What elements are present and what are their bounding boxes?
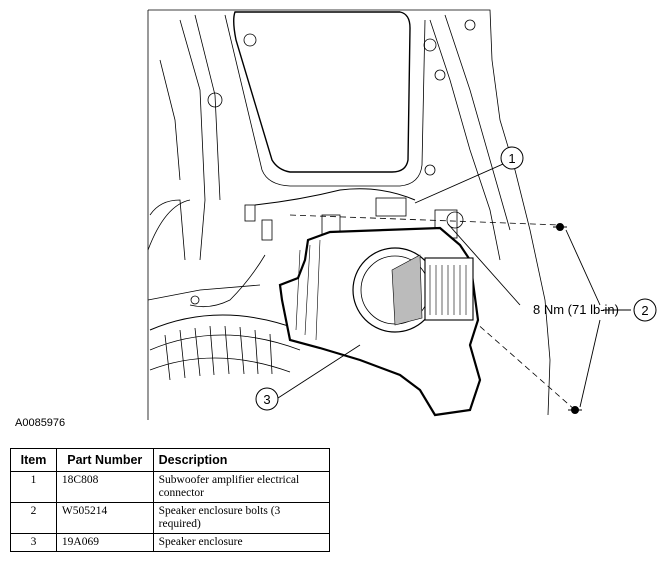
cell-part-number: 19A069 <box>55 533 154 552</box>
cell-description: Subwoofer amplifier electrical connector <box>152 471 331 503</box>
leader-1 <box>414 159 513 204</box>
table-row: 3 19A069 Speaker enclosure <box>10 533 331 552</box>
leader-2b <box>579 319 601 408</box>
quarter-panel-outline <box>148 9 551 416</box>
bolt-upper <box>553 223 567 231</box>
callout-1: 1 <box>500 146 524 170</box>
cell-item: 3 <box>10 533 57 552</box>
torque-spec: 8 Nm (71 lb-in) <box>533 302 619 317</box>
window-opening <box>233 11 411 173</box>
parts-table: Item Part Number Description 1 18C808 Su… <box>10 448 331 552</box>
callout-3: 3 <box>255 387 279 411</box>
leader-2a <box>565 229 601 306</box>
cell-part-number: W505214 <box>55 502 154 534</box>
header-item: Item <box>10 448 57 472</box>
figure-id: A0085976 <box>15 417 66 429</box>
vehicle-interior-illustration: 1 2 3 <box>147 9 657 420</box>
speaker-enclosure <box>278 226 482 417</box>
callout-1-label: 1 <box>508 151 515 166</box>
callout-3-label: 3 <box>263 392 270 407</box>
table-row: 1 18C808 Subwoofer amplifier electrical … <box>10 471 331 503</box>
bracket <box>375 197 407 217</box>
cell-item: 2 <box>10 502 57 534</box>
cell-description: Speaker enclosure <box>152 533 331 552</box>
leader-3 <box>277 344 361 399</box>
cell-description: Speaker enclosure bolts (3 required) <box>152 502 331 534</box>
cell-item: 1 <box>10 471 57 503</box>
bolt-lower <box>568 406 582 414</box>
wiring-harness <box>254 188 416 206</box>
amplifier <box>424 257 474 321</box>
table-row: 2 W505214 Speaker enclosure bolts (3 req… <box>10 502 331 534</box>
callout-2: 2 <box>633 298 657 322</box>
header-part-number: Part Number <box>55 448 154 472</box>
cell-part-number: 18C808 <box>55 471 154 503</box>
callout-2-label: 2 <box>641 303 648 318</box>
table-header-row: Item Part Number Description <box>10 448 331 472</box>
header-description: Description <box>152 448 331 472</box>
